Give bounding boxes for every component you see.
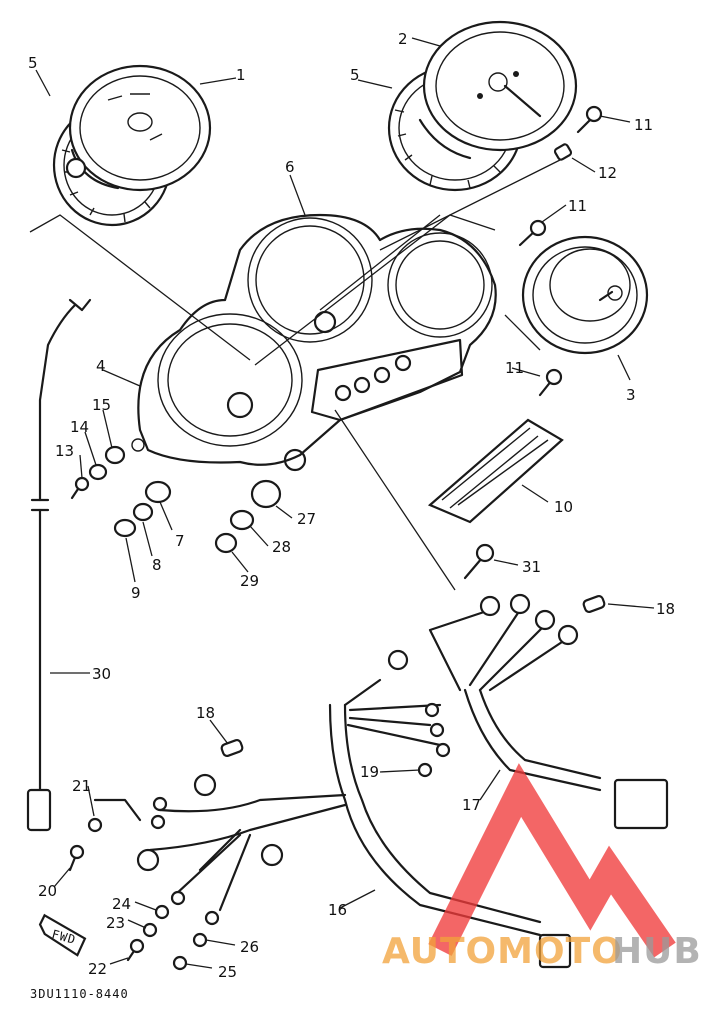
callout-12: 12: [598, 164, 617, 182]
fwd-label: FWD: [50, 927, 77, 947]
callout-3: 3: [626, 386, 636, 404]
screws: [463, 105, 603, 580]
callout-25: 25: [218, 963, 237, 981]
callout-24: 24: [112, 895, 131, 913]
callout-16: 16: [328, 901, 347, 919]
callout-23: 23: [106, 914, 125, 932]
callout-31: 31: [522, 558, 541, 576]
callout-7: 7: [175, 532, 185, 550]
callout-27: 27: [297, 510, 316, 528]
callout-29: 29: [240, 572, 259, 590]
watermark-logo: [428, 763, 676, 958]
fwd-arrow: FWD: [38, 913, 87, 957]
callout-15: 15: [92, 396, 111, 414]
callout-17: 17: [462, 796, 481, 814]
watermark-text-automoto: AUTOMOTO: [382, 931, 623, 972]
watermark: AUTOMOTO HUB: [382, 763, 702, 972]
callout-19: 19: [360, 763, 379, 781]
callout-21: 21: [72, 777, 91, 795]
callout-13: 13: [55, 442, 74, 460]
indicator-panel: [427, 418, 564, 524]
callout-11-low: 11: [505, 359, 524, 377]
callout-5-right: 5: [350, 66, 360, 84]
loose-fasteners: [68, 798, 208, 971]
callout-9: 9: [131, 584, 141, 602]
callout-22: 22: [88, 960, 107, 978]
callout-30: 30: [92, 665, 111, 683]
callout-leaders: [35, 37, 655, 969]
callout-11-mid: 11: [568, 197, 587, 215]
callout-18-right: 18: [656, 600, 675, 618]
grommets-and-washers: [70, 445, 606, 758]
callout-1: 1: [236, 66, 246, 84]
callout-18-left: 18: [196, 704, 215, 722]
watermark-text-hub: HUB: [612, 931, 702, 972]
meter-housing: [131, 213, 497, 472]
speedometer-cable: [26, 298, 92, 832]
callout-20: 20: [38, 882, 57, 900]
callout-2: 2: [398, 30, 408, 48]
part-code: 3DU1110-8440: [30, 987, 129, 1001]
callout-10: 10: [554, 498, 573, 516]
callout-14: 14: [70, 418, 89, 436]
speedometer-assembly: [52, 64, 212, 227]
callout-4: 4: [96, 357, 106, 375]
callout-26: 26: [240, 938, 259, 956]
callout-8: 8: [152, 556, 162, 574]
wire-harness: [136, 593, 669, 969]
callout-6: 6: [285, 158, 295, 176]
callout-labels: 1 2 3 4 5 5 6 7 8 9 10 11 11 11 12 13 14…: [28, 30, 675, 981]
callout-28: 28: [272, 538, 291, 556]
callout-11-top: 11: [634, 116, 653, 134]
tachometer-assembly: [387, 20, 578, 192]
indicator-gauge-assembly: [521, 235, 649, 355]
assembly-guide-lines: [29, 159, 561, 591]
callout-5-left: 5: [28, 54, 38, 72]
